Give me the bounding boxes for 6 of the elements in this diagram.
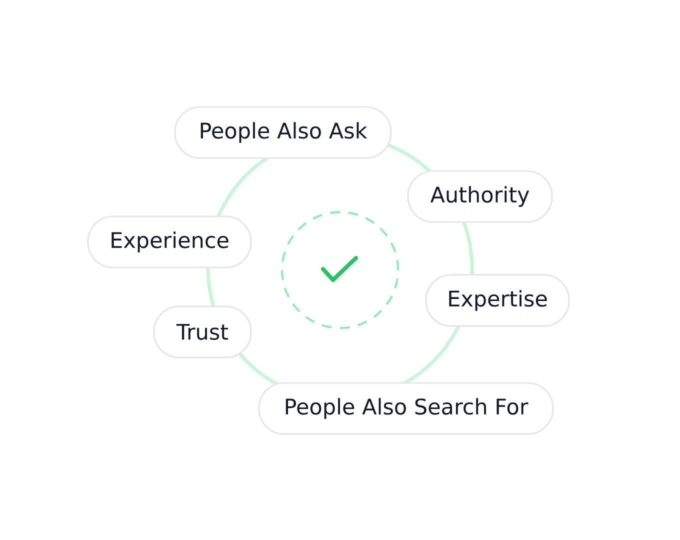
topic-pill: Experience [87,216,252,268]
topic-pill: Expertise [425,274,570,327]
topic-pill: Authority [407,170,553,223]
topic-pill: People Also Ask [174,106,392,159]
topic-pill: Trust [153,306,252,358]
topic-pill: People Also Search For [258,382,554,435]
